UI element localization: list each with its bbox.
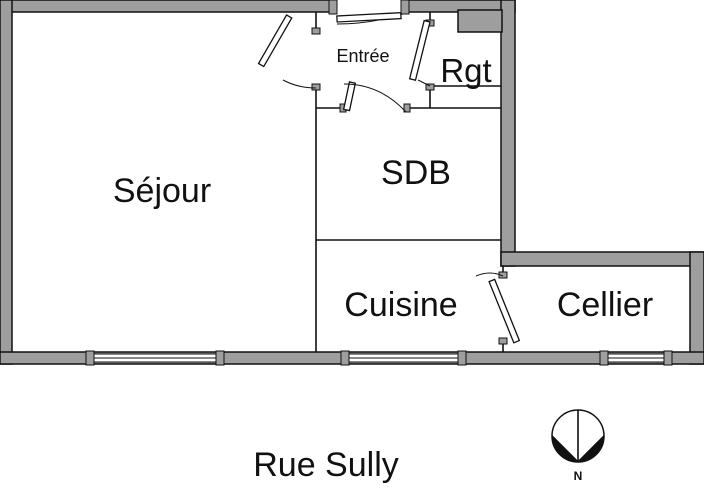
room-label-sdb: SDB	[381, 154, 451, 192]
door-cuisine-cellier	[475, 272, 521, 344]
room-label-cellier: Cellier	[557, 286, 653, 324]
door-entree-sdb	[342, 81, 407, 113]
room-label-cuisine: Cuisine	[344, 286, 457, 324]
windows	[85, 350, 673, 366]
outer-walls	[0, 0, 704, 365]
north-label: N	[574, 469, 583, 483]
north-arrow-icon: N	[551, 409, 605, 483]
room-label-rgt: Rgt	[440, 52, 491, 89]
door-sejour-entree	[257, 14, 317, 89]
room-label-sejour: Séjour	[113, 172, 211, 210]
partitions	[311, 12, 508, 352]
street-label: Rue Sully	[253, 446, 399, 484]
room-labels: Séjour Entrée Rgt SDB Cuisine Cellier	[113, 46, 653, 324]
door-entree-rgt	[408, 19, 431, 87]
doors	[257, 0, 521, 344]
room-label-entree: Entrée	[336, 46, 389, 66]
entry-door	[328, 0, 410, 25]
